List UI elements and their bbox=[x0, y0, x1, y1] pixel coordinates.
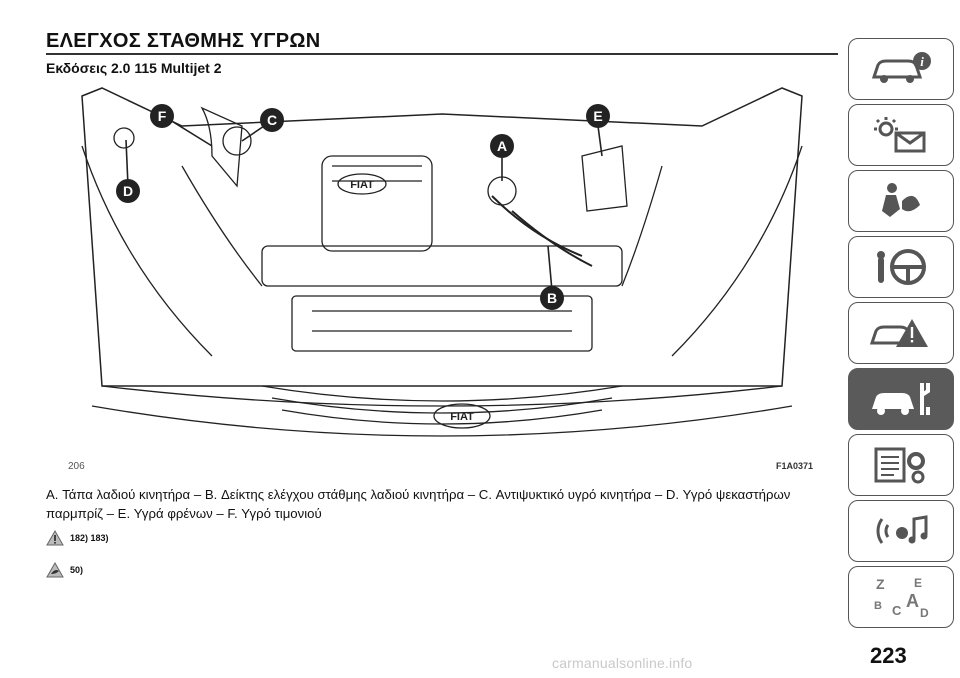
alphabetical-index-icon: Z E B A C D bbox=[874, 576, 929, 620]
svg-text:A: A bbox=[906, 591, 919, 611]
tab-safety[interactable] bbox=[848, 170, 954, 232]
svg-text:E: E bbox=[914, 576, 922, 590]
page-number: 223 bbox=[870, 643, 907, 668]
svg-text:Z: Z bbox=[876, 576, 885, 592]
svg-text:F: F bbox=[158, 108, 167, 124]
title-underline bbox=[46, 53, 838, 55]
warning-triangle-icon bbox=[46, 530, 64, 546]
multimedia-icon bbox=[876, 515, 928, 544]
grille-logo-text: FIAT bbox=[450, 411, 474, 423]
page-title: ΕΛΕΓΧΟΣ ΣΤΑΘΜΗΣ ΥΓΡΩΝ bbox=[46, 30, 321, 52]
svg-text:A: A bbox=[497, 138, 507, 154]
watermark: carmanualsonline.info bbox=[552, 655, 693, 671]
figure-code: F1A0371 bbox=[776, 461, 814, 471]
airbag-safety-icon bbox=[882, 183, 920, 217]
svg-text:B: B bbox=[547, 290, 557, 306]
svg-text:C: C bbox=[267, 112, 277, 128]
environment-reference-text: 50) bbox=[70, 565, 84, 575]
warning-reference-text: 182) 183) bbox=[70, 533, 109, 543]
tab-specifications[interactable] bbox=[848, 434, 954, 496]
figure-caption: A. Τάπα λαδιού κινητήρα – B. Δείκτης ελέ… bbox=[46, 487, 791, 521]
callout-e: E bbox=[586, 104, 610, 128]
tab-index[interactable]: Z E B A C D bbox=[848, 566, 954, 628]
section-subtitle: Εκδόσεις 2.0 115 Multijet 2 bbox=[46, 60, 222, 76]
svg-text:B: B bbox=[874, 600, 882, 612]
callout-a: A bbox=[490, 134, 514, 158]
svg-text:i: i bbox=[920, 54, 924, 69]
svg-text:C: C bbox=[892, 603, 902, 618]
environment-triangle-icon bbox=[46, 562, 64, 578]
car-maintenance-icon bbox=[872, 383, 930, 415]
specifications-icon bbox=[874, 447, 925, 484]
callout-b: B bbox=[540, 286, 564, 310]
svg-text:D: D bbox=[123, 183, 133, 199]
svg-text:D: D bbox=[920, 606, 929, 620]
warning-reference: 182) 183) bbox=[46, 530, 109, 546]
tab-driving[interactable] bbox=[848, 236, 954, 298]
tab-emergency[interactable] bbox=[848, 302, 954, 364]
engine-bay-illustration: FIAT FIAT D F C A E bbox=[62, 86, 822, 476]
callout-c: C bbox=[260, 108, 284, 132]
tab-car-info[interactable]: i bbox=[848, 38, 954, 100]
callout-f: F bbox=[150, 104, 174, 128]
callout-d: D bbox=[116, 179, 140, 203]
car-emergency-icon bbox=[869, 319, 928, 347]
car-info-icon: i bbox=[871, 52, 931, 83]
svg-text:E: E bbox=[593, 108, 602, 124]
steering-wheel-icon bbox=[877, 249, 926, 285]
tab-warning-lights[interactable] bbox=[848, 104, 954, 166]
warning-lights-icon bbox=[874, 117, 926, 153]
figure-number: 206 bbox=[68, 461, 85, 472]
environment-reference: 50) bbox=[46, 562, 83, 578]
engine-logo-text: FIAT bbox=[350, 179, 374, 191]
tab-multimedia[interactable] bbox=[848, 500, 954, 562]
tab-maintenance[interactable] bbox=[848, 368, 954, 430]
